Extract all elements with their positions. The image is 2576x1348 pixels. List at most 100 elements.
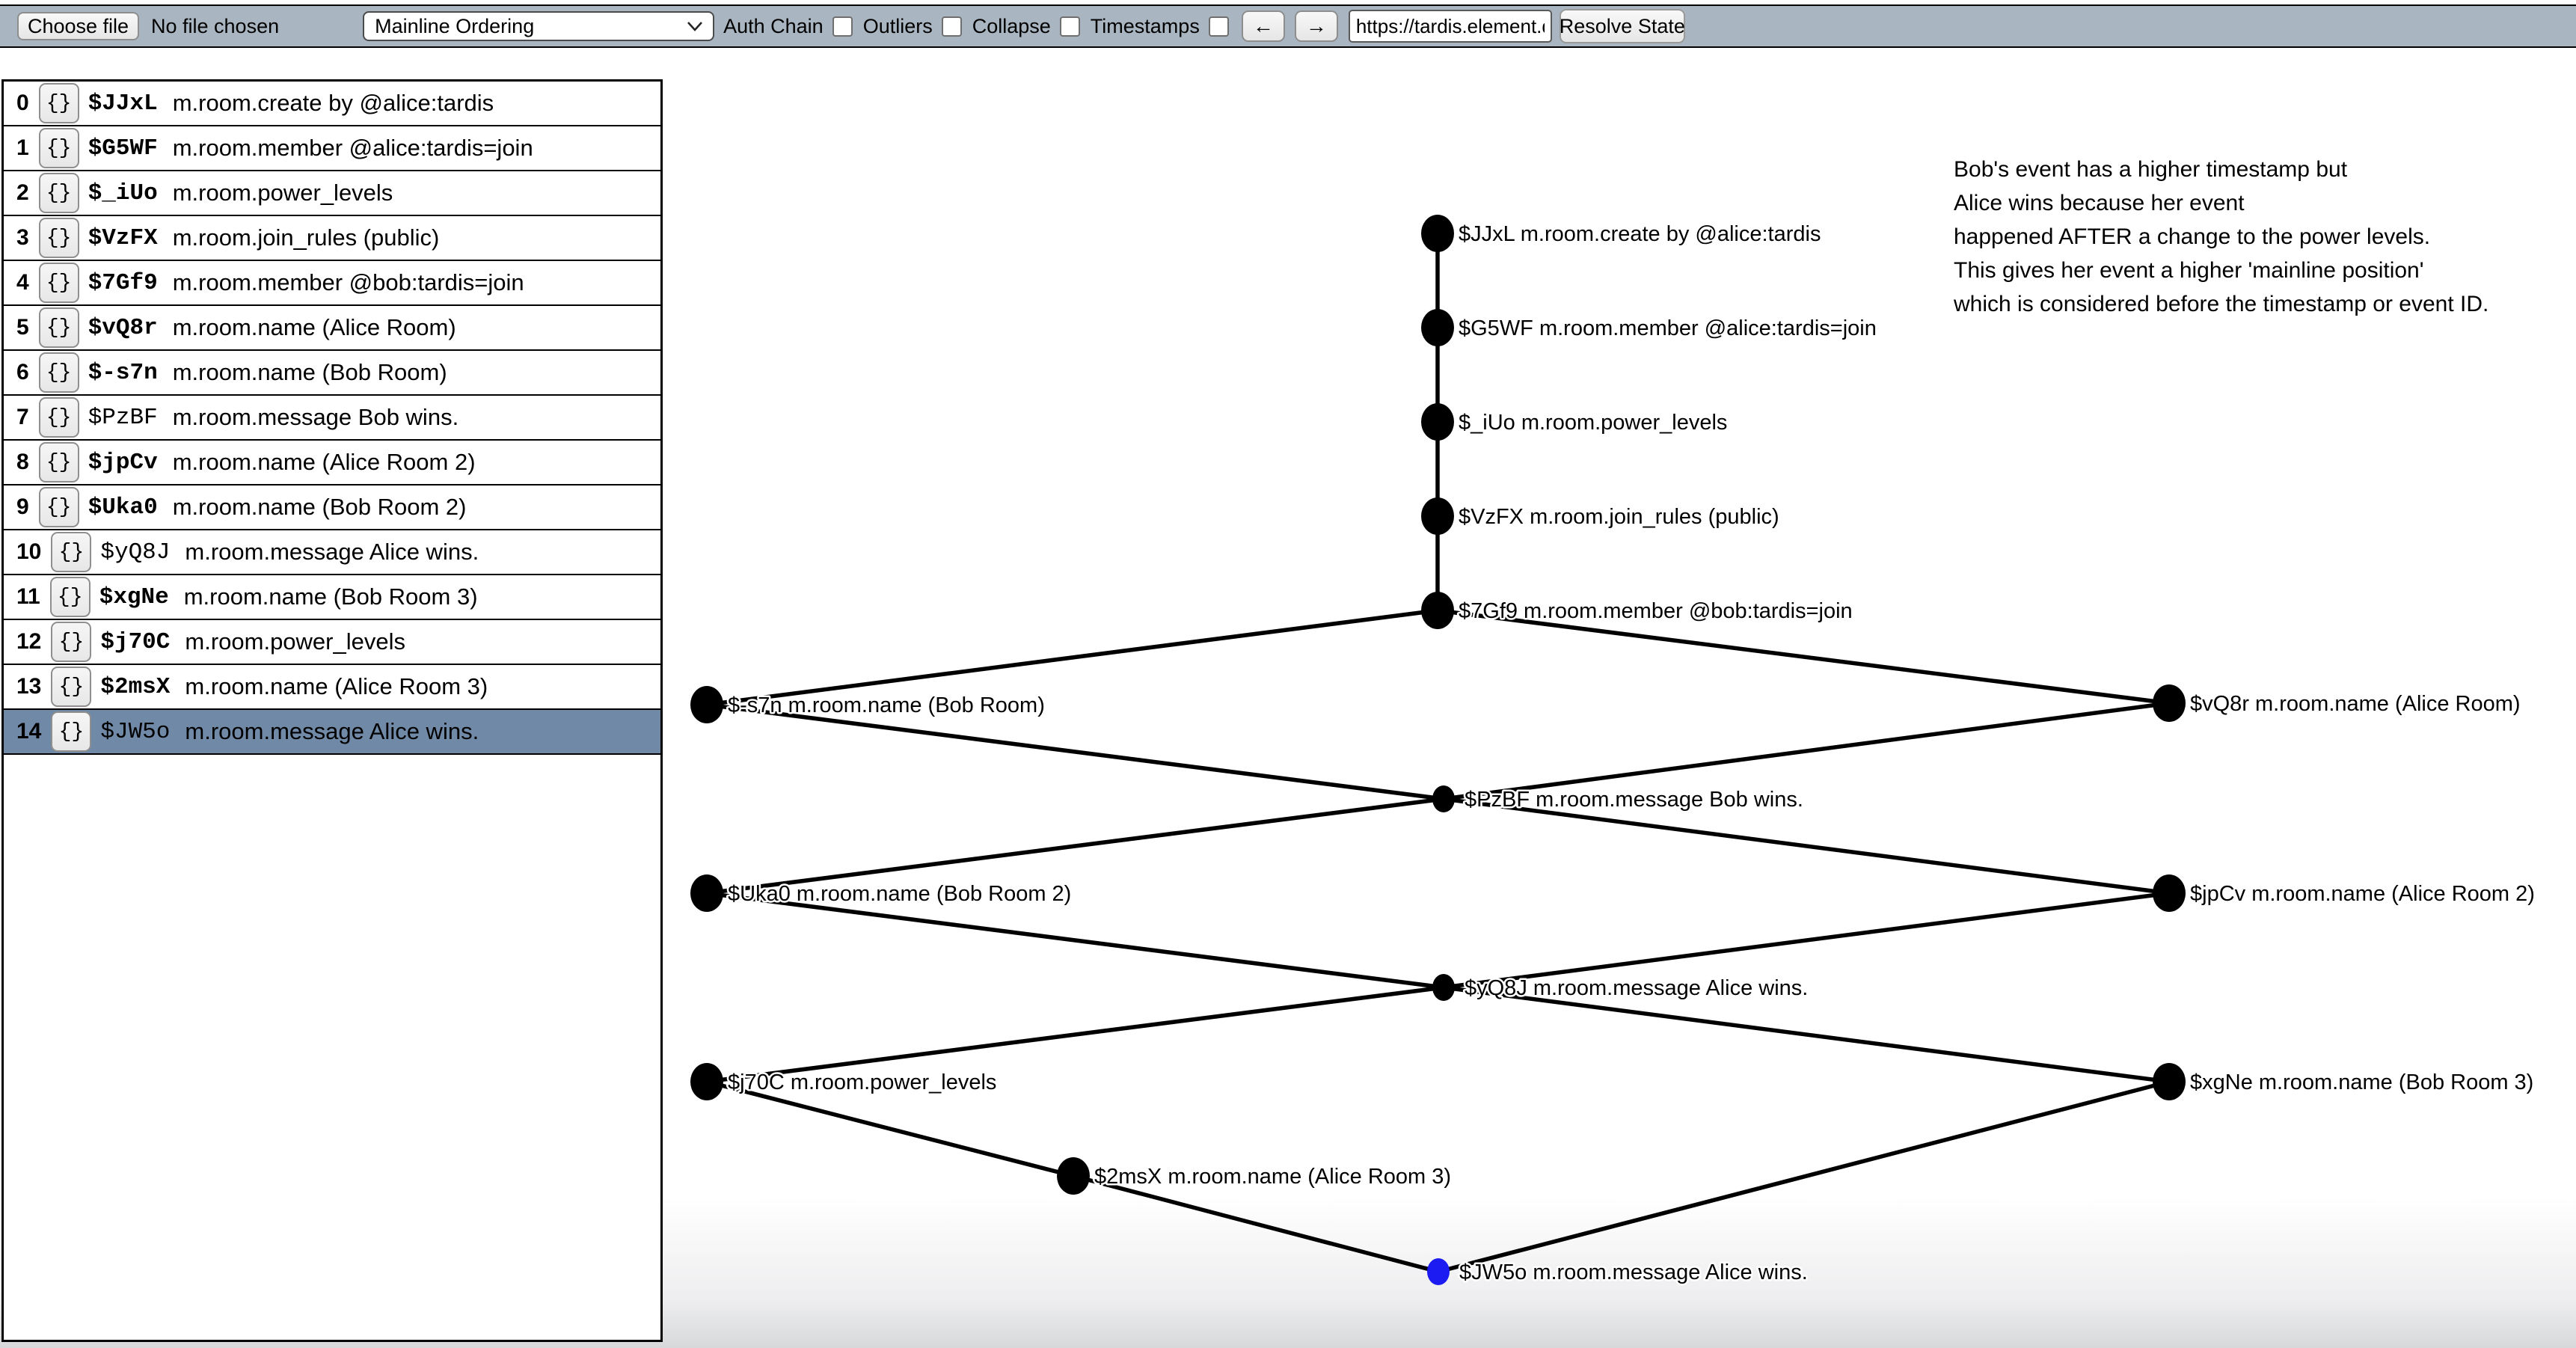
checkbox-timestamps[interactable]	[1208, 16, 1229, 37]
graph-node-$2msX[interactable]	[1057, 1157, 1090, 1195]
graph-node-$JJxL[interactable]	[1421, 215, 1454, 252]
checkbox-label-timestamps: Timestamps	[1090, 14, 1200, 37]
event-row-11[interactable]: 11 {} $xgNe m.room.name (Bob Room 3)	[4, 575, 660, 620]
view-json-button[interactable]: {}	[38, 128, 79, 168]
event-id: $Uka0	[88, 494, 158, 521]
graph-node-$vQ8r[interactable]	[2153, 684, 2186, 722]
view-json-button[interactable]: {}	[51, 622, 92, 662]
event-description: m.room.name (Bob Room 3)	[183, 583, 478, 610]
graph-node-$_iUo[interactable]	[1421, 403, 1454, 441]
event-id: $G5WF	[88, 135, 158, 162]
view-json-button[interactable]: {}	[51, 711, 92, 752]
graph-node-label: $JW5o m.room.message Alice wins.	[1459, 1260, 1808, 1284]
event-row-2[interactable]: 2 {} $_iUo m.room.power_levels	[4, 171, 660, 216]
annotation-line: Bob's event has a higher timestamp but	[1954, 157, 2348, 182]
checkbox-label-collapse: Collapse	[972, 14, 1051, 37]
event-id: $xgNe	[99, 583, 169, 610]
view-json-button[interactable]: {}	[38, 487, 79, 527]
resolve-state-button[interactable]: Resolve State	[1560, 9, 1685, 43]
view-json-button[interactable]: {}	[49, 577, 91, 617]
forward-button[interactable]: →	[1294, 10, 1338, 42]
graph-node-$G5WF[interactable]	[1421, 309, 1454, 346]
graph-node-label: $yQ8J m.room.message Alice wins.	[1465, 976, 1808, 1000]
view-json-button[interactable]: {}	[38, 307, 79, 348]
view-json-button[interactable]: {}	[38, 173, 79, 213]
event-index: 11	[16, 584, 40, 609]
event-description: m.room.power_levels	[172, 180, 393, 206]
graph-node-$VzFX[interactable]	[1421, 497, 1454, 535]
graph-edge	[1443, 985, 2170, 1084]
event-description: m.room.message Bob wins.	[172, 404, 459, 430]
graph-node-$jpCv[interactable]	[2153, 874, 2186, 912]
graph-edge	[706, 797, 1444, 895]
event-id: $jpCv	[88, 449, 158, 476]
event-description: m.room.power_levels	[185, 628, 405, 655]
event-id: $yQ8J	[100, 539, 171, 566]
checkbox-outliers[interactable]	[941, 16, 962, 37]
graph-node-label: $Uka0 m.room.name (Bob Room 2)	[728, 882, 1071, 906]
event-id: $_iUo	[88, 180, 158, 206]
view-json-button[interactable]: {}	[38, 352, 79, 393]
graph-edge	[706, 702, 1444, 801]
graph-edge	[706, 891, 1444, 990]
graph-node-label: $7Gf9 m.room.member @bob:tardis=join	[1459, 599, 1853, 623]
view-json-button[interactable]: {}	[38, 263, 79, 303]
choose-file-button[interactable]: Choose file	[17, 12, 139, 40]
event-description: m.room.message Alice wins.	[185, 718, 479, 744]
graph-node-$yQ8J[interactable]	[1432, 974, 1455, 1001]
back-button[interactable]: ←	[1241, 10, 1285, 42]
event-index: 3	[16, 225, 29, 250]
event-index: 2	[16, 180, 29, 205]
checkbox-auth-chain[interactable]	[832, 16, 853, 37]
event-index: 1	[16, 135, 29, 160]
graph-node-$JW5o[interactable]	[1427, 1258, 1450, 1285]
graph-edge	[1443, 797, 2170, 895]
graph-node-label: $jpCv m.room.name (Alice Room 2)	[2190, 882, 2535, 906]
graph-node-label: $G5WF m.room.member @alice:tardis=join	[1459, 316, 1877, 340]
view-json-button[interactable]: {}	[38, 442, 79, 482]
view-json-button[interactable]: {}	[38, 83, 79, 123]
graph-edge	[706, 1079, 1074, 1178]
view-json-button[interactable]: {}	[51, 667, 92, 707]
event-description: m.room.message Alice wins.	[185, 539, 479, 565]
event-id: $j70C	[100, 628, 171, 655]
graph-node-$xgNe[interactable]	[2153, 1063, 2186, 1100]
event-index: 6	[16, 360, 29, 385]
ordering-select-value: Mainline Ordering	[375, 14, 535, 37]
graph-edge	[706, 985, 1444, 1084]
event-index: 8	[16, 450, 29, 474]
event-description: m.room.member @bob:tardis=join	[172, 269, 524, 295]
view-json-button[interactable]: {}	[51, 532, 92, 572]
graph-node-label: $PzBF m.room.message Bob wins.	[1465, 788, 1803, 812]
graph-node-$7Gf9[interactable]	[1421, 592, 1454, 629]
url-input[interactable]	[1348, 10, 1552, 43]
ordering-select[interactable]: Mainline Ordering	[363, 11, 715, 41]
event-description: m.room.name (Alice Room)	[172, 314, 456, 340]
view-json-button[interactable]: {}	[38, 218, 79, 258]
graph-node-$Uka0[interactable]	[690, 874, 723, 912]
graph-node-label: $xgNe m.room.name (Bob Room 3)	[2190, 1070, 2533, 1094]
graph-node-$-s7n[interactable]	[690, 686, 723, 723]
event-index: 9	[16, 494, 29, 519]
view-json-button[interactable]: {}	[38, 397, 79, 438]
graph-node-$j70C[interactable]	[690, 1063, 723, 1100]
event-index: 4	[16, 270, 29, 295]
checkbox-collapse[interactable]	[1059, 16, 1080, 37]
graph-node-label: $vQ8r m.room.name (Alice Room)	[2190, 692, 2521, 716]
graph-node-$PzBF[interactable]	[1432, 785, 1455, 812]
graph-node-label: $-s7n m.room.name (Bob Room)	[728, 693, 1045, 717]
